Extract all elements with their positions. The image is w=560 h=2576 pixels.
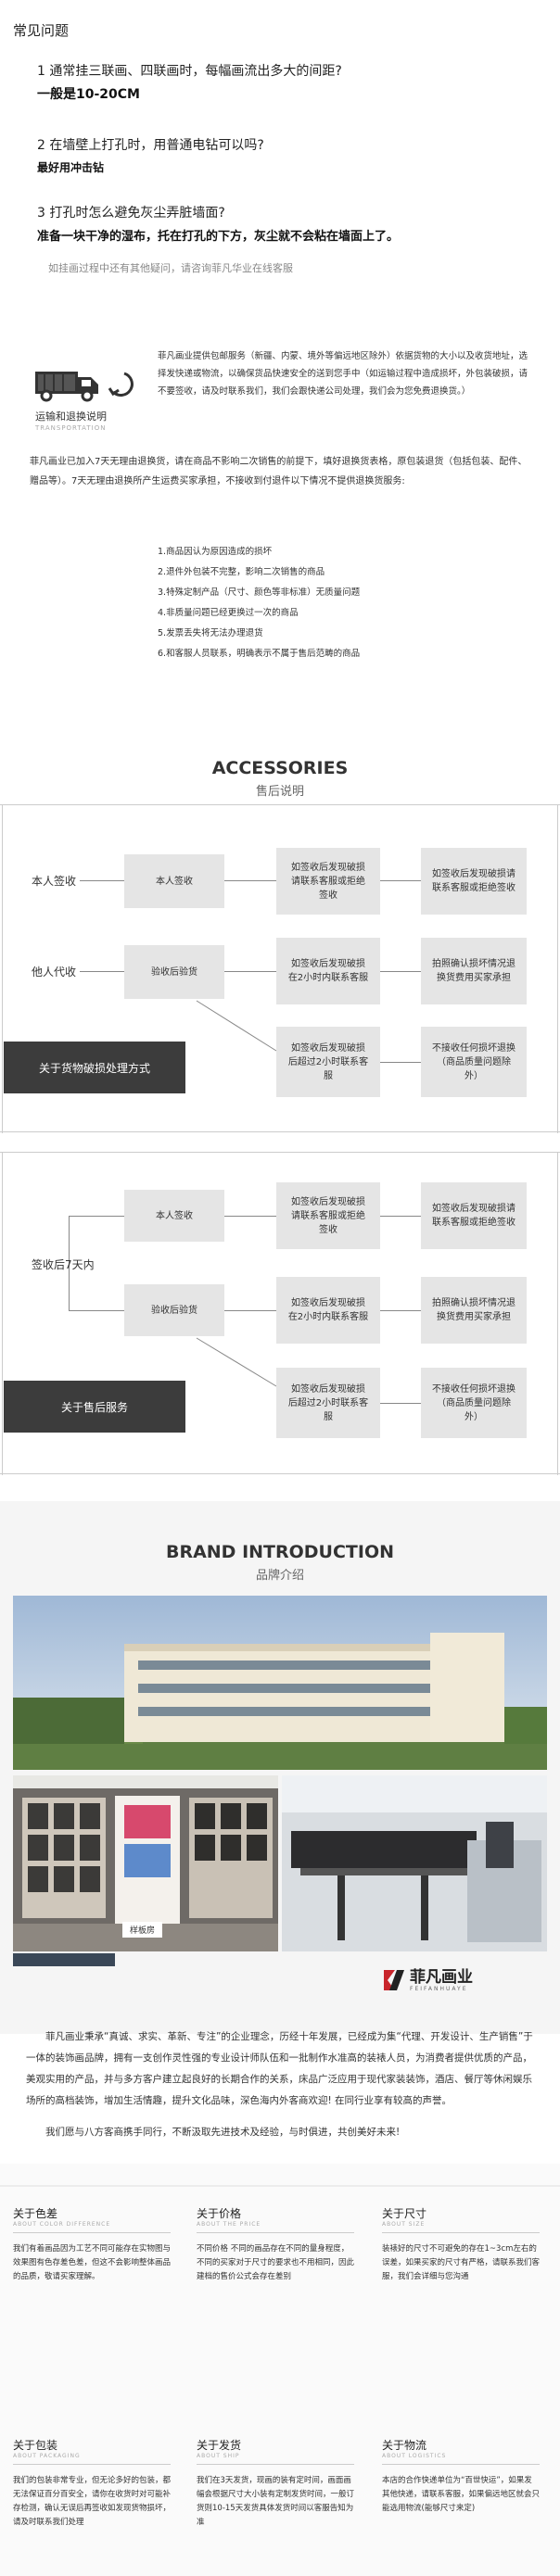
about-color-text: 我们有着画品因为工艺不同可能存在实物图与效果图有色存差色差，但这不会影响整体画品… xyxy=(13,2244,172,2281)
accessories-subtitle: 售后说明 xyxy=(255,785,304,799)
factory-photo xyxy=(13,1596,547,1770)
logo-mark-icon xyxy=(384,1970,404,1990)
box-self-sign-step3: 如签收后发现破损请联系客服或拒绝签收 xyxy=(421,1182,527,1249)
faq-note: 如挂画过程中还有其他疑问，请咨询菲凡华业在线客服 xyxy=(48,262,293,274)
transport-label: 运输和退换说明 xyxy=(35,410,107,423)
list-item: 2.退件外包装不完整，影响二次销售的商品 xyxy=(158,567,325,577)
brand-subtitle: 品牌介绍 xyxy=(255,1569,304,1583)
after-sales-bar: 关于售后服务 xyxy=(4,1381,185,1433)
about-color-en: ABOUT COLOR DIFFERENCE xyxy=(13,2221,111,2228)
damage-handling-panel xyxy=(0,804,560,1133)
about-shipping-title: 关于发货 xyxy=(197,2439,242,2452)
showroom-photo: 样板房 xyxy=(13,1775,278,1951)
box-no-return: 不接收任何损坏退换（商品质量问题除外） xyxy=(421,1368,527,1438)
brand-logo: 菲凡画业 FEIFANHUAYE xyxy=(382,1968,473,1992)
about-color: 关于色差 ABOUT COLOR DIFFERENCE 我们有着画品因为工艺不同… xyxy=(13,2205,171,2284)
box-photo-confirm: 拍照确认损坏情况退换货费用买家承担 xyxy=(421,938,527,1004)
faq-answer-2: 最好用冲击钻 xyxy=(37,161,105,174)
box-within-2h: 如签收后发现破损在2小时内联系客服 xyxy=(276,1277,380,1344)
about-size-en: ABOUT SIZE xyxy=(382,2221,426,2228)
box-over-2h: 如签收后发现破损后超过2小时联系客服 xyxy=(276,1368,380,1438)
about-size-title: 关于尺寸 xyxy=(382,2207,427,2220)
logo-text-en: FEIFANHUAYE xyxy=(410,1985,468,1992)
about-shipping-en: ABOUT SHIP xyxy=(197,2453,240,2459)
about-shipping: 关于发货 ABOUT SHIP 我们在3天发货，现画的装有定时间，画面画幅会根据… xyxy=(197,2437,354,2530)
faq-answer-1: 一般是10-20CM xyxy=(37,87,140,102)
logo-text: 菲凡画业 xyxy=(410,1967,473,1987)
box-photo-confirm: 拍照确认损坏情况退换货费用买家承担 xyxy=(421,1277,527,1344)
about-logistics: 关于物流 ABOUT LOGISTICS 本店的合作快递单位为“百世快运”，如果… xyxy=(382,2437,540,2516)
faq-answer-3: 准备一块干净的湿布，托在打孔的下方，灰尘就不会粘在墙面上了。 xyxy=(37,230,400,244)
list-item: 5.发票丢失将无法办理退货 xyxy=(158,628,263,638)
box-self-sign-step2: 如签收后发现破损请联系客服或拒绝签收 xyxy=(276,848,380,915)
box-inspect: 验收后验货 xyxy=(124,945,224,999)
box-within-2h: 如签收后发现破损在2小时内联系客服 xyxy=(276,938,380,1004)
box-self-sign: 本人签收 xyxy=(124,1190,224,1242)
about-logistics-text: 本店的合作快递单位为“百世快运”，如果发其他快递，请联系客服，如果偏远地区就会只… xyxy=(382,2476,541,2513)
accessories-title: ACCESSORIES xyxy=(211,758,349,778)
about-price: 关于价格 ABOUT THE PRICE 不同价格 不同的画品存在不同的量身程度… xyxy=(197,2205,354,2284)
about-size-text: 装裱好的尺寸不可避免的存在1~3cm左右的误差，如果买家的尺寸有严格，请联系我们… xyxy=(382,2244,541,2281)
row-label-self-sign: 本人签收 xyxy=(32,875,77,888)
faq-question-1: 1 通常挂三联画、四联画时，每幅画流出多大的间距? xyxy=(37,64,342,79)
brand-description: 菲凡画业秉承“真诚、求实、革新、专注”的企业理念，历经十年发展，已经成为集“代理… xyxy=(26,2031,533,2106)
brand-closing: 我们愿与八方客商携手同行，不断汲取先进技术及经验，与时俱进，共创美好未来! xyxy=(45,2127,401,2138)
faq-question-3: 3 打孔时怎么避免灰尘弄脏墙面? xyxy=(37,206,225,221)
return-exclusions-list: 1.商品因认为原因造成的损坏 2.退件外包装不完整，影响二次销售的商品 3.特殊… xyxy=(158,542,360,664)
about-logistics-title: 关于物流 xyxy=(382,2439,427,2452)
about-shipping-text: 我们在3天发货，现画的装有定时间，画面画幅会根据尺寸大小装有定制发货时间，一般订… xyxy=(197,2476,355,2527)
box-self-sign-step3: 如签收后发现破损请联系客服或拒绝签收 xyxy=(421,848,527,915)
about-packaging-text: 我们的包装非常专业，但无论多好的包装，都无法保证百分百安全，请你在收货时对可能补… xyxy=(13,2476,172,2527)
about-price-text: 不同价格 不同的画品存在不同的量身程度，不同的买家对于尺寸的要求也不用相同，因此… xyxy=(197,2244,355,2281)
box-self-sign-step2: 如签收后发现破损请联系客服或拒绝签收 xyxy=(276,1182,380,1249)
transport-label-en: TRANSPORTATION xyxy=(35,424,107,432)
list-item: 4.非质量问题已经更换过一次的商品 xyxy=(158,608,299,618)
about-price-en: ABOUT THE PRICE xyxy=(197,2221,261,2228)
about-price-title: 关于价格 xyxy=(197,2207,242,2220)
brand-title: BRAND INTRODUCTION xyxy=(165,1542,395,1562)
faq-title: 常见问题 xyxy=(13,22,70,39)
list-item: 3.特殊定制产品（尺寸、颜色等非标准）无质量问题 xyxy=(158,587,361,598)
after-sales-panel xyxy=(0,1152,560,1475)
return-policy-text: 菲凡画业已加入7天无理由退换货，请在商品不影响二次销售的前提下，填好退换货表格，… xyxy=(30,457,528,486)
truck-icon xyxy=(35,364,137,407)
transport-text: 菲凡画业提供包邮服务（新疆、内蒙、境外等偏远地区除外）依据货物的大小以及收货地址… xyxy=(158,351,528,397)
about-color-title: 关于色差 xyxy=(13,2207,58,2220)
box-self-sign: 本人签收 xyxy=(124,854,224,908)
workshop-photo xyxy=(282,1775,547,1951)
damage-handling-bar: 关于货物破损处理方式 xyxy=(4,1042,185,1093)
photo-strip xyxy=(13,1953,115,1966)
about-size: 关于尺寸 ABOUT SIZE 装裱好的尺寸不可避免的存在1~3cm左右的误差，… xyxy=(382,2205,540,2284)
list-item: 6.和客服人员联系，明确表示不属于售后范畴的商品 xyxy=(158,649,361,659)
row-label-7-days: 签收后7天内 xyxy=(32,1258,95,1271)
box-over-2h: 如签收后发现破损后超过2小时联系客服 xyxy=(276,1027,380,1097)
faq-question-2: 2 在墙壁上打孔时，用普通电钻可以吗? xyxy=(37,138,264,153)
about-packaging: 关于包装 ABOUT PACKAGING 我们的包装非常专业，但无论多好的包装，… xyxy=(13,2437,171,2530)
list-item: 1.商品因认为原因造成的损坏 xyxy=(158,547,273,557)
box-no-return: 不接收任何损坏退换（商品质量问题除外） xyxy=(421,1027,527,1097)
about-packaging-title: 关于包装 xyxy=(13,2439,58,2452)
row-label-proxy-sign: 他人代收 xyxy=(32,966,77,979)
box-inspect: 验收后验货 xyxy=(124,1284,224,1336)
showroom-caption: 样板房 xyxy=(122,1922,163,1938)
about-logistics-en: ABOUT LOGISTICS xyxy=(382,2453,447,2459)
about-packaging-en: ABOUT PACKAGING xyxy=(13,2453,81,2459)
